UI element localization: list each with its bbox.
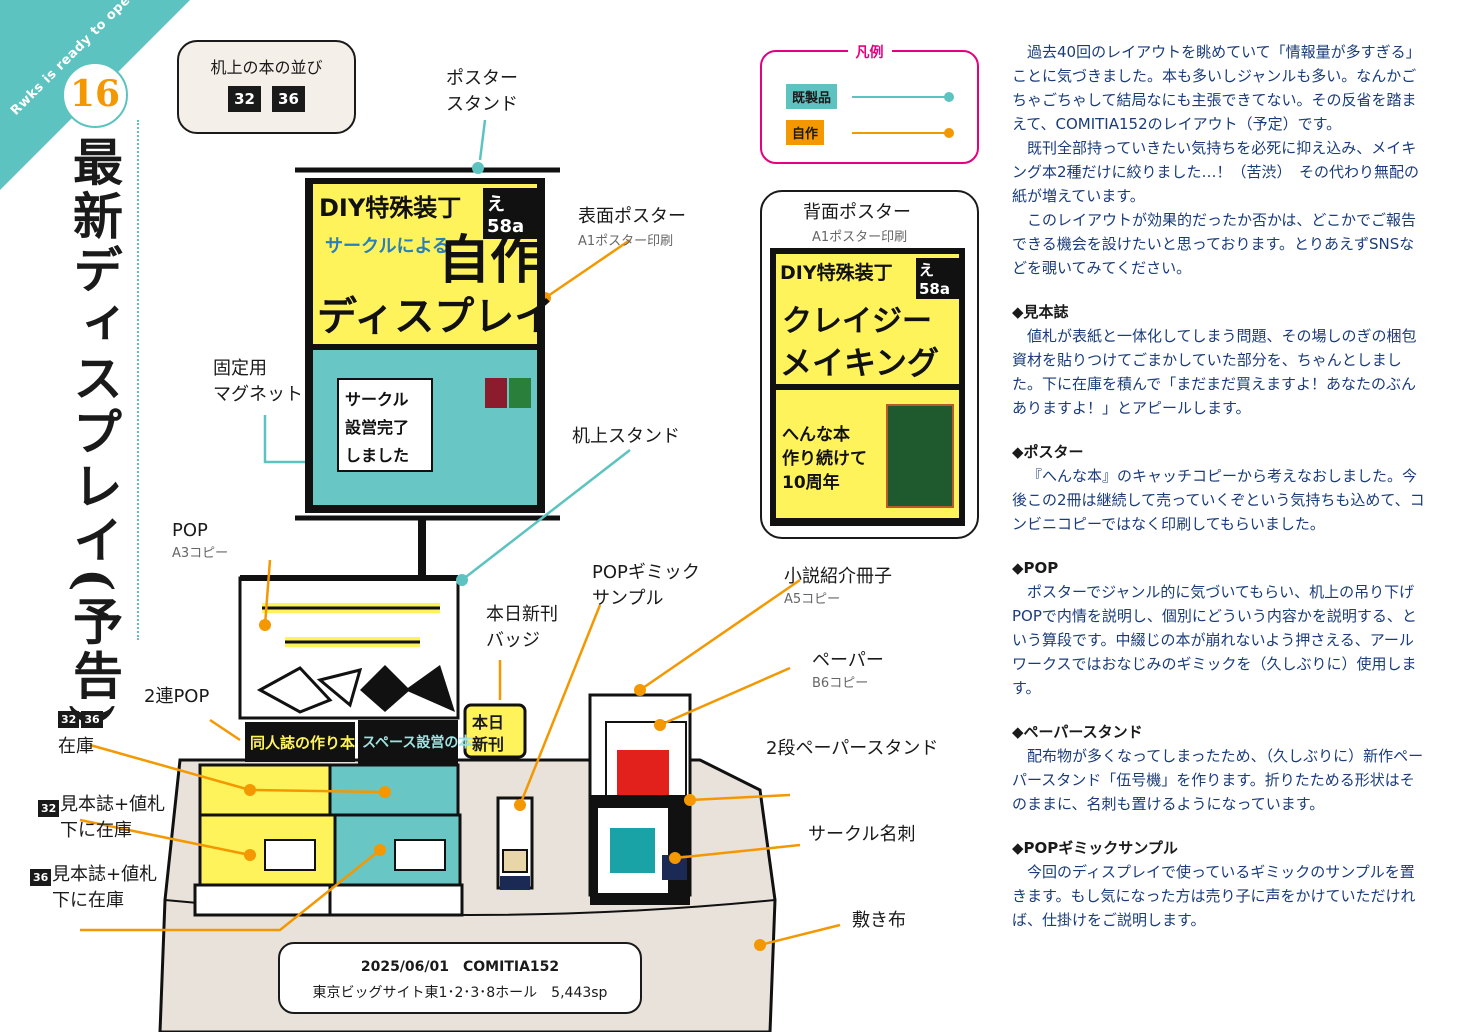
sample36-tag: 36 xyxy=(30,866,53,886)
label-sample32: 見本誌+値札 下に在庫 xyxy=(60,794,166,841)
label-card: サークル名刺 xyxy=(808,824,916,845)
front-poster-book-green xyxy=(509,378,531,408)
intro-paragraph-2: 既刊全部持っていきたい気持ちを必死に抑え込み、メイキング本2種だけに絞りました…… xyxy=(1012,139,1420,205)
label-poster-stand: ポスター スタンド xyxy=(446,68,518,115)
desk-order-box: 机上の本の並び 32 36 xyxy=(177,40,356,134)
label-badge: 本日新刊 バッジ xyxy=(486,604,558,651)
label-pop: POP xyxy=(172,520,208,541)
front-poster-book: サークル 設営完了 しました xyxy=(337,378,433,472)
intro-paragraph-3: このレイアウトが効果的だったか否かは、どこかでご報告できる機会を設けたいと思って… xyxy=(1012,211,1416,277)
back-poster-book xyxy=(886,404,954,508)
front-poster-bottom: サークル 設営完了 しました xyxy=(313,350,537,505)
label-paper: ペーパー xyxy=(812,650,884,671)
back-poster-sub: A1ポスター印刷 xyxy=(812,230,908,245)
label-double-pop: 2連POP xyxy=(144,686,210,707)
label-pop-gimmick: POPギミック サンプル xyxy=(592,562,700,609)
front-poster-top: DIY特殊装丁 え58a サークルによる 自作 ディスプレイ xyxy=(313,184,554,344)
legend: 凡例 既製品 自作 xyxy=(760,45,979,164)
front-poster-book-red xyxy=(485,378,507,408)
legend-title: 凡例 xyxy=(847,45,892,61)
back-poster-box xyxy=(760,190,979,539)
section-body-gimmick: 今回のディスプレイで使っているギミックのサンプルを置きます。もし気になった方は売… xyxy=(1012,863,1416,929)
episode-number: 16 xyxy=(62,62,128,128)
label-front-poster-sub: A1ポスター印刷 xyxy=(578,234,674,249)
section-heading-poster: ◆ポスター xyxy=(1012,443,1084,461)
label-cloth: 敷き布 xyxy=(852,910,906,931)
sample32-tag: 32 xyxy=(38,797,61,817)
front-poster-big: 自作 xyxy=(438,231,543,291)
label-stock: 在庫 xyxy=(58,736,94,757)
back-poster-label: 背面ポスター xyxy=(803,202,911,223)
section-body-paper-stand: 配布物が多くなってしまったため、（久しぶりに）新作ペーパースタンド「伍号機」を作… xyxy=(1012,747,1424,813)
dotted-divider xyxy=(137,120,139,640)
back-poster: DIY特殊装丁 え58a クレイジー メイキング へんな本 作り続けて 10周年 xyxy=(770,248,965,526)
front-poster: DIY特殊装丁 え58a サークルによる 自作 ディスプレイ サークル 設営完了… xyxy=(305,178,554,513)
page-title: 最新ディスプレイ(予告) xyxy=(65,136,124,732)
desk-order-title: 机上の本の並び xyxy=(210,58,323,77)
intro-paragraph-1: 過去40回のレイアウトを眺めていて「情報量が多すぎる」ことに気づきました。本も多… xyxy=(1012,43,1421,133)
pop-sign-right: スペース設営の本 xyxy=(362,735,473,751)
label-paper-sub: B6コピー xyxy=(812,676,869,691)
legend-item-readymade: 既製品 xyxy=(786,84,838,109)
section-heading-pop: ◆POP xyxy=(1012,559,1059,577)
back-poster-bottom: へんな本 作り続けて 10周年 xyxy=(776,390,959,518)
label-sample36: 見本誌+値札 下に在庫 xyxy=(52,864,158,911)
section-heading-paper-stand: ◆ペーパースタンド xyxy=(1012,723,1143,741)
order-tag-36: 36 xyxy=(272,86,305,112)
section-body-poster: 『へんな本』のキャッチコピーから考えなおしました。今後この2冊は継続して売ってい… xyxy=(1012,467,1425,533)
event-info-box: 2025/06/01 COMITIA152 東京ビッグサイト東1･2･3･8ホー… xyxy=(278,942,642,1014)
label-desk-stand: 机上スタンド xyxy=(572,426,680,447)
front-poster-big2: ディスプレイ xyxy=(317,294,555,340)
order-tag-32: 32 xyxy=(228,86,261,112)
label-pop-sub: A3コピー xyxy=(172,546,229,561)
label-front-poster: 表面ポスター xyxy=(578,206,686,227)
back-poster-top: DIY特殊装丁 え58a クレイジー メイキング xyxy=(776,254,959,384)
event-date: 2025/06/01 COMITIA152 xyxy=(360,959,560,975)
label-novel: 小説紹介冊子 xyxy=(784,566,892,587)
badge-sign-line2: 新刊 xyxy=(472,735,505,754)
front-poster-sub: サークルによる xyxy=(325,236,450,257)
badge-sign-line1: 本日 xyxy=(472,713,505,732)
pop-sign-left: 同人誌の作り本 xyxy=(250,734,356,752)
article-text: 過去40回のレイアウトを眺めていて「情報量が多すぎる」ことに気づきました。本も多… xyxy=(1012,40,1427,932)
legend-item-selfmade: 自作 xyxy=(786,120,825,145)
front-poster-title: DIY特殊装丁 xyxy=(319,194,462,222)
section-body-sample: 値札が表紙と一体化してしまう問題、その場しのぎの梱包資材を貼りつけてごまかしてい… xyxy=(1012,327,1417,417)
event-venue: 東京ビッグサイト東1･2･3･8ホール 5,443sp xyxy=(312,985,608,1001)
label-paper-stand: 2段ペーパースタンド xyxy=(766,738,939,759)
front-poster-badge: え58a xyxy=(483,188,537,239)
label-novel-sub: A5コピー xyxy=(784,592,841,607)
label-magnet: 固定用 マグネット xyxy=(213,358,303,405)
section-heading-sample: ◆見本誌 xyxy=(1012,303,1069,321)
section-heading-gimmick: ◆POPギミックサンプル xyxy=(1012,839,1178,857)
section-body-pop: ポスターでジャンル的に気づいてもらい、机上の吊り下げPOPで内情を説明し、個別に… xyxy=(1012,583,1417,697)
